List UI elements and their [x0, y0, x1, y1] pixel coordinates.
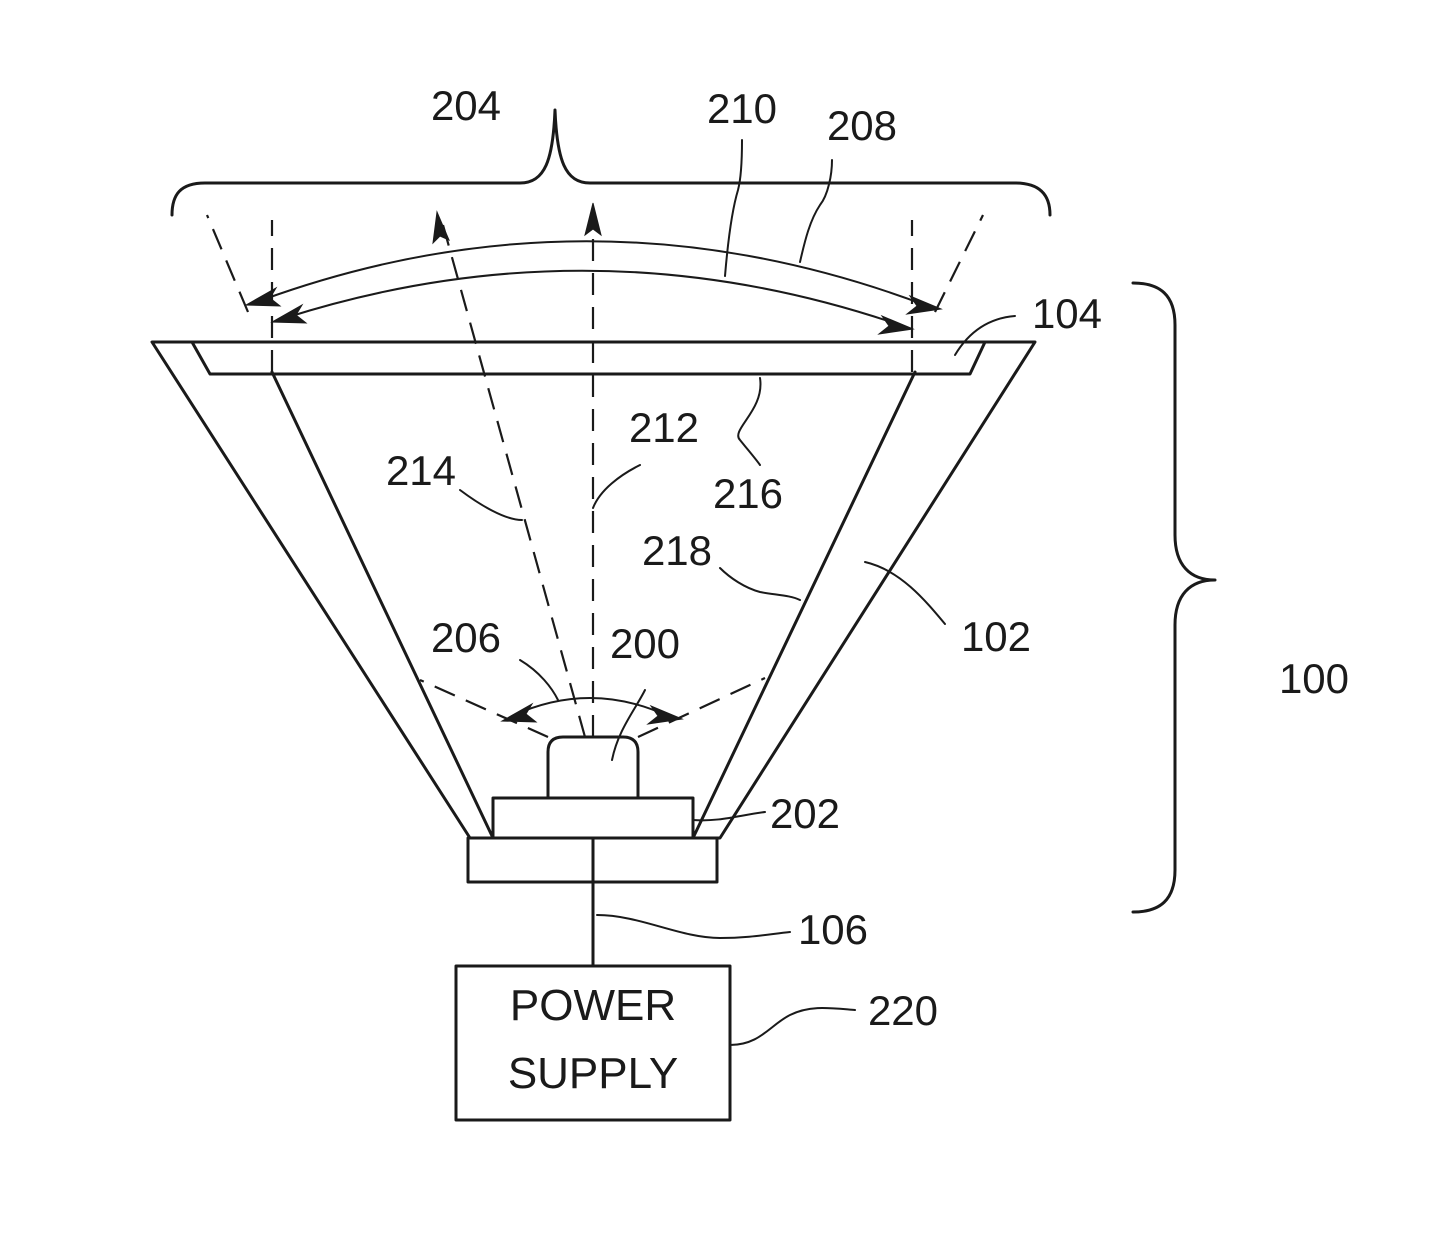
label-214: 214 [386, 447, 456, 494]
inner-reflector-right [693, 372, 915, 838]
leader-104 [955, 316, 1015, 355]
label-102: 102 [961, 613, 1031, 660]
power-supply-line1: POWER [510, 981, 676, 1030]
label-104: 104 [1032, 290, 1102, 337]
leader-210 [725, 140, 742, 276]
label-106: 106 [798, 906, 868, 953]
lens-plate [192, 342, 985, 374]
label-100: 100 [1279, 655, 1349, 702]
substrate [493, 798, 693, 838]
label-220: 220 [868, 987, 938, 1034]
leader-212 [593, 465, 640, 508]
label-218: 218 [642, 527, 712, 574]
inner-reflector [272, 372, 493, 838]
leader-218 [720, 568, 800, 600]
label-206: 206 [431, 614, 501, 661]
arrowhead-210-right [879, 316, 913, 334]
arc-206 [512, 698, 668, 716]
label-216: 216 [713, 470, 783, 517]
label-202: 202 [770, 790, 840, 837]
power-supply-line2: SUPPLY [508, 1049, 678, 1098]
arrowhead-206-right [648, 706, 682, 724]
beam-edge-right [935, 215, 983, 312]
label-208: 208 [827, 102, 897, 149]
bracket-100 [1133, 283, 1215, 912]
arrowhead-212 [585, 203, 601, 235]
arrowhead-206-left [502, 704, 536, 722]
label-212: 212 [629, 404, 699, 451]
arrowhead-214 [433, 212, 449, 243]
beam-edge-left [207, 215, 248, 312]
leader-216 [738, 378, 760, 465]
label-210: 210 [707, 85, 777, 132]
leader-208 [800, 160, 832, 262]
label-200: 200 [610, 620, 680, 667]
leader-220 [730, 1008, 855, 1045]
arrowhead-208-left [246, 288, 280, 306]
label-204: 204 [431, 82, 501, 129]
leader-206 [520, 660, 558, 700]
leader-106 [597, 915, 790, 938]
bracket-204 [172, 110, 1050, 215]
led [548, 737, 638, 798]
leader-214 [460, 490, 522, 520]
